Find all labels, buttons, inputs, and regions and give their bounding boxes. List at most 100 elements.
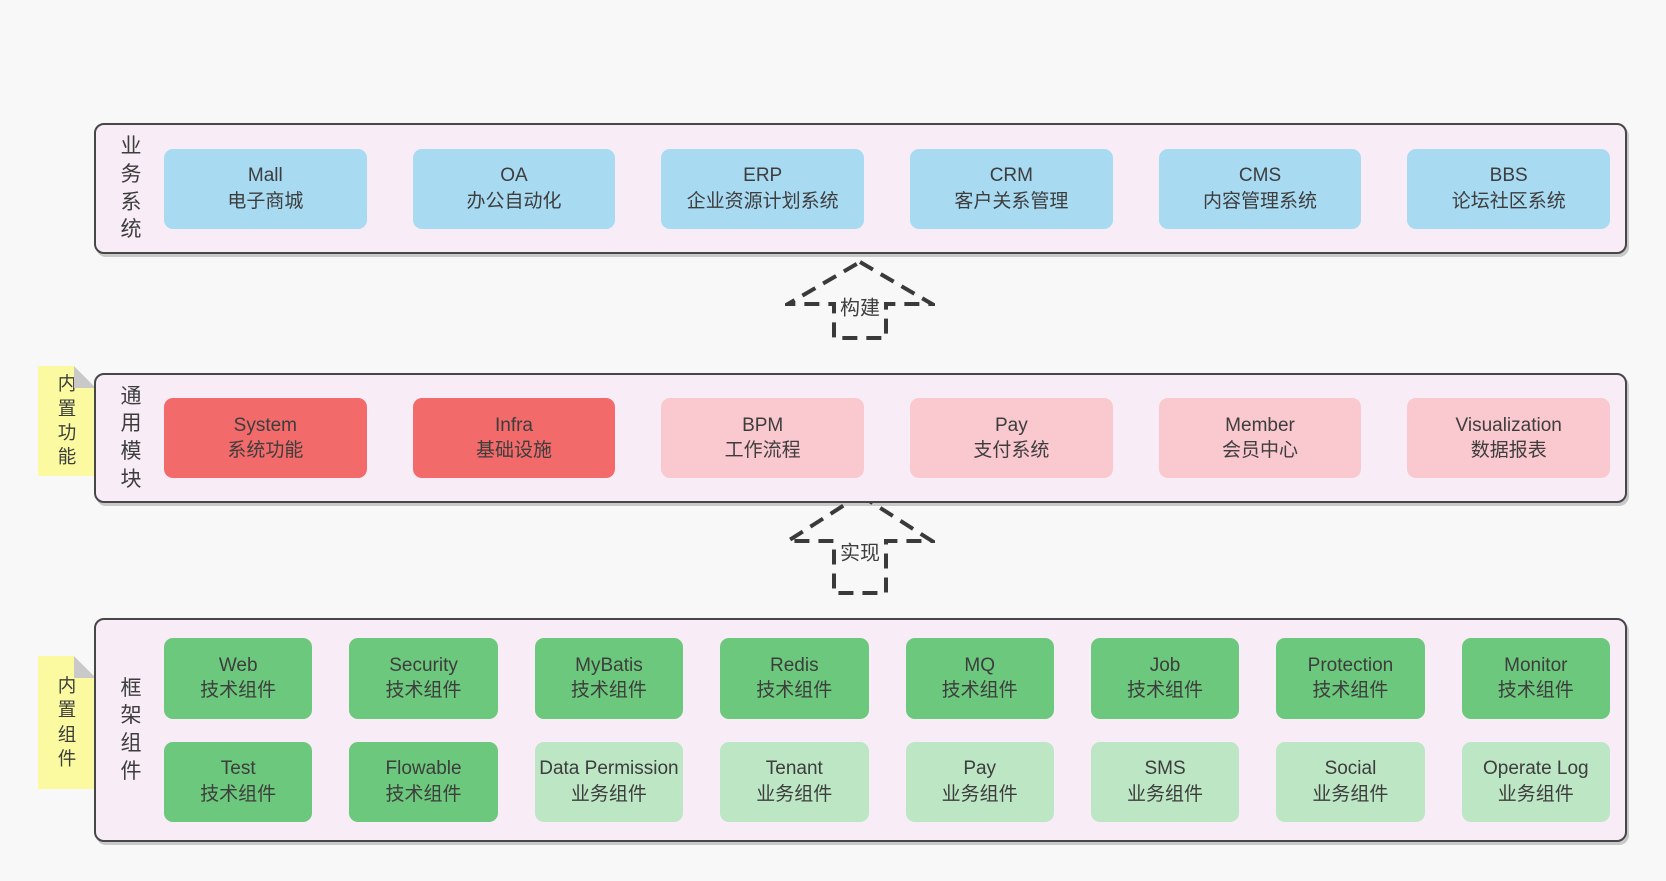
box-mall: Mall 电子商城 xyxy=(164,148,367,229)
box-data-permission: Data Permission 业务组件 xyxy=(534,741,684,822)
box-title: Redis xyxy=(770,654,819,676)
folded-corner-icon xyxy=(74,656,96,678)
box-subtitle: 系统功能 xyxy=(227,440,304,461)
box-subtitle: 工作流程 xyxy=(724,440,801,461)
business-box-row: Mall 电子商城 OA 办公自动化 ERP 企业资源计划系统 CRM 客户关系… xyxy=(164,125,1611,252)
box-member: Member 会员中心 xyxy=(1158,398,1362,478)
panel-common-modules: 通 用 模 块 System 系统功能 Infra 基础设施 BPM 工作流程 … xyxy=(94,373,1627,503)
box-subtitle: 业务组件 xyxy=(1497,783,1574,805)
box-title: Member xyxy=(1225,414,1295,436)
box-title: Data Permission xyxy=(539,758,679,780)
box-subtitle: 技术组件 xyxy=(1127,680,1204,702)
sticky-note-builtin-components: 内 置 组 件 xyxy=(38,656,96,789)
box-subtitle: 业务组件 xyxy=(1127,783,1204,805)
box-title: OA xyxy=(500,165,528,187)
box-subtitle: 企业资源计划系统 xyxy=(686,190,839,212)
box-sms: SMS 业务组件 xyxy=(1090,741,1240,822)
box-pay: Pay 支付系统 xyxy=(910,398,1113,478)
box-redis: Redis 技术组件 xyxy=(720,638,869,719)
box-title: SMS xyxy=(1144,758,1186,780)
components-box-grid: Web 技术组件 Security 技术组件 MyBatis 技术组件 Redi… xyxy=(164,638,1610,822)
box-title: Web xyxy=(218,654,258,676)
box-title: BPM xyxy=(742,414,784,436)
box-subtitle: 业务组件 xyxy=(1312,783,1389,805)
box-social: Social 业务组件 xyxy=(1276,741,1425,822)
box-title: Pay xyxy=(963,758,997,780)
box-protection: Protection 技术组件 xyxy=(1276,638,1425,719)
box-title: CRM xyxy=(989,165,1033,187)
box-title: CMS xyxy=(1238,165,1282,187)
box-title: Protection xyxy=(1307,654,1394,676)
box-test: Test 技术组件 xyxy=(164,741,313,822)
arrow-build-label: 构建 xyxy=(836,290,884,322)
panel-label-business-systems: 业 务 系 统 xyxy=(120,135,142,242)
arrow-implement: 实现 xyxy=(785,492,935,596)
box-subtitle: 基础设施 xyxy=(476,440,553,461)
box-subtitle: 业务组件 xyxy=(570,783,647,805)
panel-label-framework-components: 框 架 组 件 xyxy=(120,676,142,783)
box-system: System 系统功能 xyxy=(164,398,367,478)
box-mybatis: MyBatis 技术组件 xyxy=(534,638,684,719)
box-title: Monitor xyxy=(1504,654,1568,676)
box-subtitle: 技术组件 xyxy=(1312,680,1389,702)
box-oa: OA 办公自动化 xyxy=(412,148,616,229)
box-subtitle: 客户关系管理 xyxy=(954,190,1069,212)
box-title: Infra xyxy=(494,414,534,436)
box-title: Flowable xyxy=(385,758,462,780)
box-cms: CMS 内容管理系统 xyxy=(1158,148,1362,229)
box-tenant: Tenant 业务组件 xyxy=(720,741,869,822)
box-bpm: BPM 工作流程 xyxy=(661,398,865,478)
arrow-build: 构建 xyxy=(785,259,935,341)
box-title: Job xyxy=(1149,654,1181,676)
box-flowable: Flowable 技术组件 xyxy=(349,741,498,822)
box-job: Job 技术组件 xyxy=(1090,638,1240,719)
box-subtitle: 技术组件 xyxy=(941,680,1018,702)
box-subtitle: 技术组件 xyxy=(1497,680,1574,702)
box-visualization: Visualization 数据报表 xyxy=(1407,398,1611,478)
box-subtitle: 会员中心 xyxy=(1222,440,1299,461)
box-subtitle: 数据报表 xyxy=(1470,440,1547,461)
box-title: Test xyxy=(220,758,256,780)
box-operate-log: Operate Log 业务组件 xyxy=(1461,741,1610,822)
box-title: BBS xyxy=(1489,165,1528,187)
panel-framework-components: 框 架 组 件 Web 技术组件 Security 技术组件 MyBatis 技… xyxy=(94,618,1627,842)
box-security: Security 技术组件 xyxy=(349,638,498,719)
box-title: Pay xyxy=(994,414,1028,436)
box-title: Operate Log xyxy=(1482,758,1589,780)
box-subtitle: 技术组件 xyxy=(200,783,277,805)
box-subtitle: 技术组件 xyxy=(200,680,277,702)
box-crm: CRM 客户关系管理 xyxy=(910,148,1113,229)
box-subtitle: 论坛社区系统 xyxy=(1451,190,1566,212)
box-mq: MQ 技术组件 xyxy=(905,638,1054,719)
box-pay-component: Pay 业务组件 xyxy=(905,741,1054,822)
box-title: Tenant xyxy=(765,758,823,780)
box-erp: ERP 企业资源计划系统 xyxy=(661,148,865,229)
box-title: MyBatis xyxy=(575,654,643,676)
folded-corner-icon xyxy=(74,366,96,388)
box-title: Mall xyxy=(247,165,283,187)
box-monitor: Monitor 技术组件 xyxy=(1461,638,1610,719)
box-title: MQ xyxy=(964,654,995,676)
box-subtitle: 办公自动化 xyxy=(466,190,562,212)
box-infra: Infra 基础设施 xyxy=(412,398,616,478)
box-subtitle: 业务组件 xyxy=(756,783,833,805)
box-title: Social xyxy=(1324,758,1377,780)
sticky-note-builtin-features: 内 置 功 能 xyxy=(38,366,96,476)
box-title: Security xyxy=(389,654,458,676)
up-arrow-outline-icon xyxy=(785,492,935,595)
box-subtitle: 技术组件 xyxy=(756,680,833,702)
box-title: System xyxy=(233,414,298,436)
box-title: ERP xyxy=(743,165,783,187)
modules-box-row: System 系统功能 Infra 基础设施 BPM 工作流程 Pay 支付系统… xyxy=(164,375,1611,501)
panel-business-systems: 业 务 系 统 Mall 电子商城 OA 办公自动化 ERP 企业资源计划系统 … xyxy=(94,123,1627,254)
box-title: Visualization xyxy=(1455,414,1562,436)
box-subtitle: 技术组件 xyxy=(385,680,462,702)
box-bbs: BBS 论坛社区系统 xyxy=(1407,148,1611,229)
box-subtitle: 技术组件 xyxy=(385,783,462,805)
arrow-implement-label: 实现 xyxy=(836,535,884,567)
box-web: Web 技术组件 xyxy=(164,638,313,719)
box-subtitle: 业务组件 xyxy=(941,783,1018,805)
box-subtitle: 支付系统 xyxy=(973,440,1050,461)
panel-label-common-modules: 通 用 模 块 xyxy=(120,384,142,491)
